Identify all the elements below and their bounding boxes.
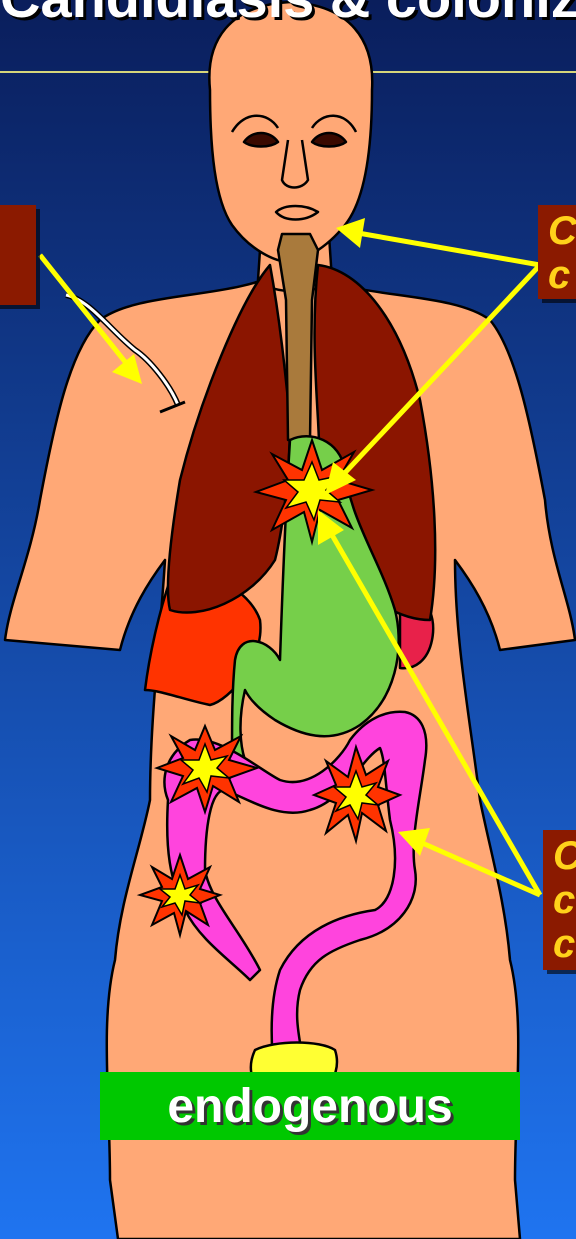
callout-left xyxy=(0,205,36,305)
endogenous-label: endogenous xyxy=(100,1072,520,1140)
callout-right-top: C c xyxy=(538,205,576,299)
head xyxy=(209,2,372,262)
slide-title: Candidiasis & colonization xyxy=(0,0,576,26)
burst-colon-left-lower xyxy=(140,855,220,935)
callout-right-bottom: C c c xyxy=(543,830,576,970)
